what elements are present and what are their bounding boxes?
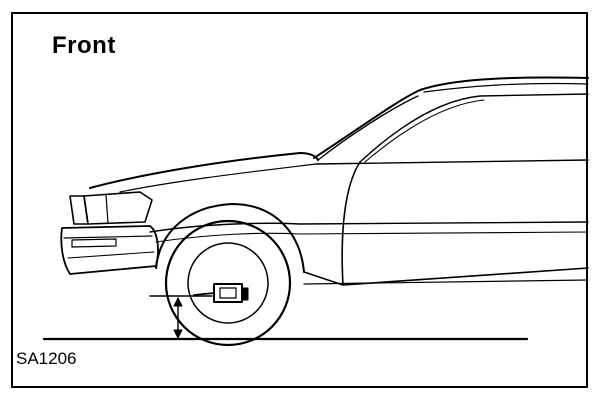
- rocker-lower: [303, 279, 589, 285]
- arrow-down: [173, 329, 183, 339]
- figure-title: Front: [52, 32, 116, 59]
- lower-spoiler: [67, 251, 155, 259]
- side-moulding-upper: [149, 221, 589, 233]
- car-roof-outline: [313, 76, 589, 159]
- gauge-arm: [193, 292, 215, 296]
- front-tire: [164, 219, 292, 347]
- gauge-tool-inner: [219, 287, 237, 299]
- figure-code: SA1206: [16, 349, 77, 368]
- bumper-strip: [63, 235, 153, 239]
- bumper-lamp: [71, 238, 117, 248]
- wheel-arch: [155, 203, 305, 273]
- arrow-up: [173, 297, 183, 307]
- car-roof-inner-line: [423, 82, 589, 93]
- door-front-edge: [341, 161, 361, 286]
- gauge-clamp: [241, 287, 249, 301]
- headlight-divider: [105, 194, 109, 224]
- beltline: [315, 159, 589, 165]
- figure-frame: [11, 12, 588, 388]
- gauge-tool-body: [213, 283, 243, 303]
- door-window-inner: [364, 99, 485, 163]
- front-rim: [187, 242, 269, 324]
- door-window: [359, 93, 589, 163]
- rocker-sill: [303, 267, 589, 286]
- side-moulding-lower: [155, 231, 589, 243]
- headlight: [83, 191, 153, 225]
- windshield: [317, 95, 419, 161]
- front-bumper: [60, 225, 159, 275]
- hood-top: [89, 152, 319, 189]
- hood-crease: [119, 163, 317, 193]
- grille: [69, 195, 89, 225]
